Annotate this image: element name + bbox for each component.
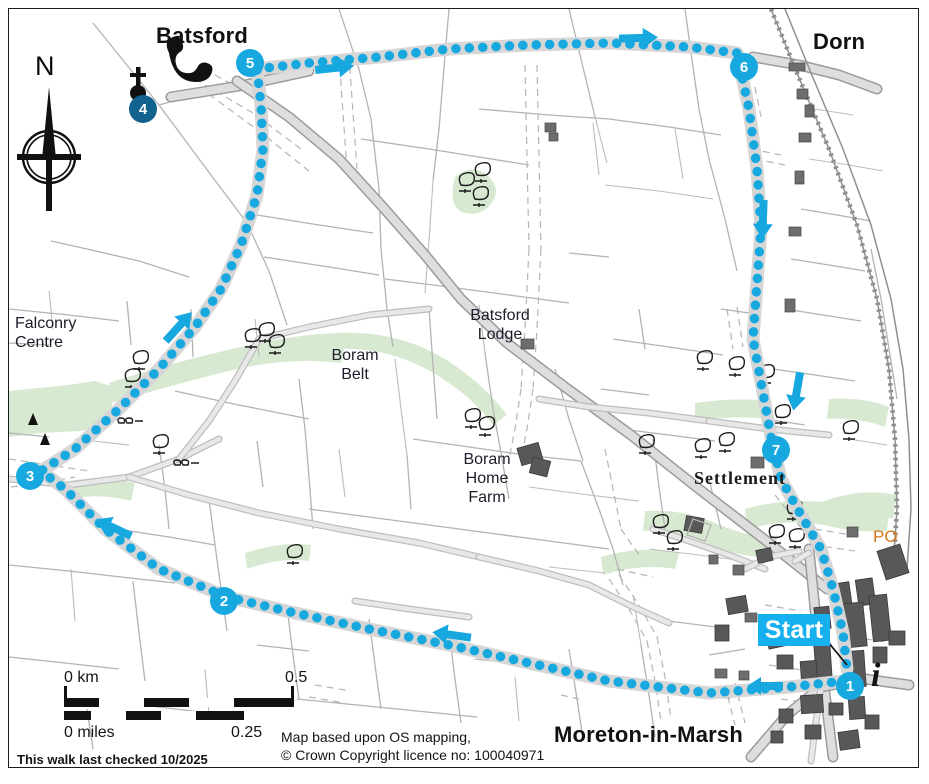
map-canvas: .fieldline{fill:none;stroke:#b3b3b3;stro… [9, 9, 915, 765]
place-settlement: Settlement [694, 468, 786, 488]
compass-north-label: N [35, 51, 55, 81]
telephone-symbol [166, 36, 213, 82]
boram-farm-line3: Farm [468, 489, 506, 506]
scale-km-max: 0.5 [285, 669, 308, 686]
direction-arrow-northeast-1 [162, 312, 192, 344]
scale-bar-graphic [64, 686, 294, 720]
direction-arrow-east-1 [314, 57, 354, 78]
waypoint-2[interactable]: 2 [210, 587, 238, 615]
direction-arrows [95, 27, 806, 695]
place-moreton-in-marsh: Moreton-in-Marsh [554, 722, 743, 747]
start-marker-label[interactable]: Start [758, 614, 830, 646]
place-batsford: Batsford [156, 23, 249, 48]
scale-km-zero: 0 km [64, 669, 99, 686]
map-credit-line-2: © Crown Copyright licence no: 100040971 [281, 747, 545, 763]
field-boundaries [9, 9, 898, 750]
direction-arrow-south-2 [786, 371, 806, 411]
boram-belt-line1: Boram [331, 347, 379, 364]
boram-farm-line1: Boram [463, 451, 511, 468]
woodland-areas [9, 169, 897, 575]
batsford-lodge-line2: Lodge [477, 326, 523, 343]
scale-miles-zero: 0 miles [64, 724, 115, 741]
waypoint-6[interactable]: 6 [730, 53, 758, 81]
buildings [516, 62, 910, 751]
direction-arrow-northwest-1 [95, 516, 133, 540]
walk-checked-note: This walk last checked 10/2025 [17, 752, 208, 767]
waypoint-4[interactable]: 4 [129, 95, 157, 123]
direction-arrow-south-1 [752, 199, 773, 239]
batsford-lodge-line1: Batsford [470, 307, 530, 324]
direction-arrow-west-1 [747, 677, 783, 695]
boram-belt-line2: Belt [341, 366, 369, 383]
information-icon: i [871, 657, 881, 694]
waypoint-5[interactable]: 5 [236, 49, 264, 77]
scale-miles-max: 0.25 [231, 724, 263, 741]
map-frame: .fieldline{fill:none;stroke:#b3b3b3;stro… [8, 8, 919, 768]
roads [9, 51, 915, 765]
place-dorn: Dorn [813, 29, 866, 54]
railway-line [768, 9, 912, 570]
place-post-office: PO [873, 527, 898, 546]
boram-farm-line2: Home [465, 470, 509, 487]
waypoint-7[interactable]: 7 [762, 436, 790, 464]
falconry-line1: Falconry [15, 315, 77, 332]
map-credit-line-1: Map based upon OS mapping, [281, 729, 471, 745]
falconry-line2: Centre [15, 334, 64, 351]
compass-rose-graphic [17, 87, 81, 211]
waypoint-3[interactable]: 3 [16, 462, 44, 490]
direction-arrow-west-2 [432, 624, 472, 645]
direction-arrow-east-2 [618, 27, 658, 48]
route-dotted-line [36, 38, 852, 698]
waypoint-1[interactable]: 1 [836, 672, 864, 700]
